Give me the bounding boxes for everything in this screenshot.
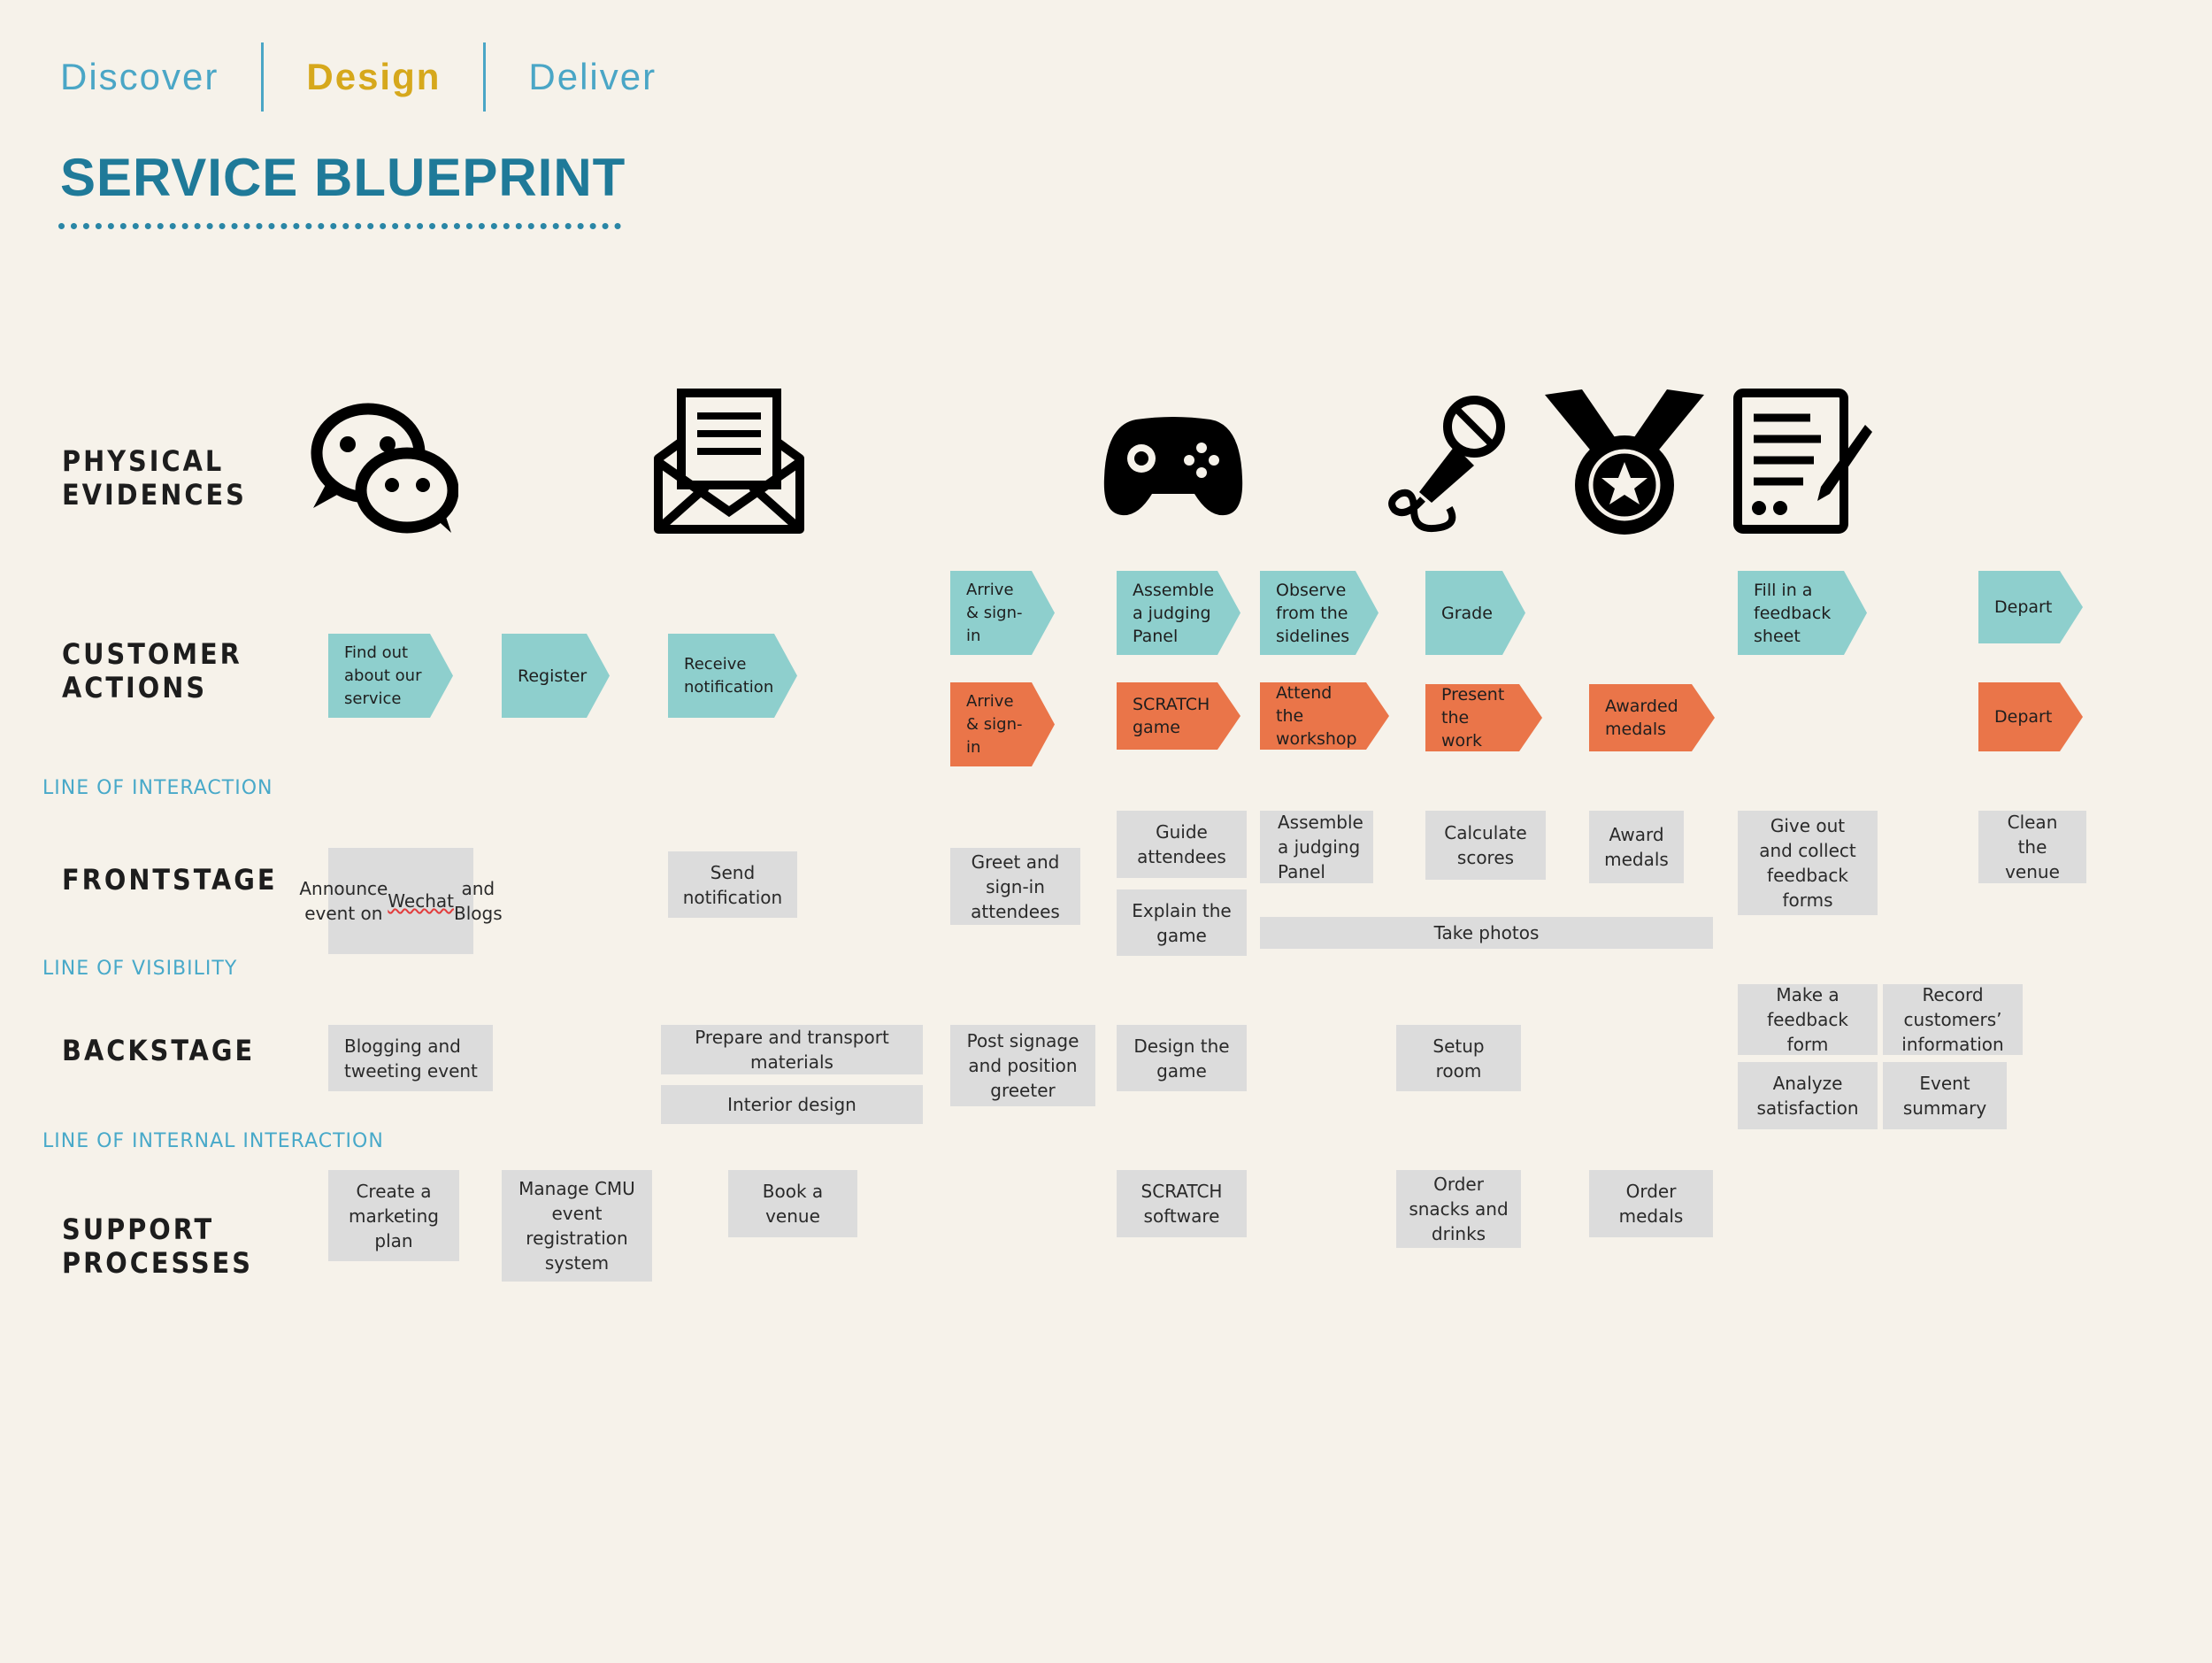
feedback-form-icon (1733, 389, 1872, 534)
frontstage-assemble-panel: Assemble a judging Panel (1260, 811, 1373, 883)
action-observe-sidelines: Observe from the sidelines (1260, 571, 1379, 655)
support-order-medals: Order medals (1589, 1170, 1713, 1237)
medal-icon (1545, 389, 1704, 535)
support-book-venue: Book a venue (728, 1170, 857, 1237)
frontstage-explain-game: Explain the game (1117, 889, 1247, 956)
support-marketing-plan: Create a marketing plan (328, 1170, 459, 1261)
backstage-setup-room: Setup room (1396, 1025, 1521, 1091)
backstage-blogging: Blogging and tweeting event (328, 1025, 493, 1091)
frontstage-give-out-forms: Give out and collect feedback forms (1738, 811, 1878, 915)
action-depart: Depart (1978, 682, 2083, 751)
nav-divider (483, 42, 487, 112)
nav-deliver[interactable]: Deliver (528, 56, 657, 97)
backstage-event-summary: Event summary (1883, 1062, 2007, 1129)
backstage-prepare-materials: Prepare and transport materials (661, 1025, 923, 1074)
line-of-visibility: LINE OF VISIBILITY (42, 958, 238, 980)
frontstage-clean-venue: Clean the venue (1978, 811, 2086, 883)
title-dotted-underline (58, 223, 621, 229)
action-register: Register (502, 634, 610, 718)
frontstage-greet-attendees: Greet and sign-in attendees (950, 848, 1080, 925)
action-assemble-panel: Assemble a judging Panel (1117, 571, 1240, 655)
row-label-support-processes: SUPPORT PROCESSES (62, 1213, 253, 1280)
backstage-design-game: Design the game (1117, 1025, 1247, 1091)
support-order-snacks: Order snacks and drinks (1396, 1170, 1521, 1248)
action-receive-notification: Receive notification (668, 634, 797, 718)
nav-divider (261, 42, 265, 112)
gamepad-icon (1103, 417, 1243, 516)
backstage-analyze-satisfaction: Analyze satisfaction (1738, 1062, 1878, 1129)
action-scratch-game: SCRATCH game (1117, 682, 1240, 750)
action-depart: Depart (1978, 571, 2083, 643)
action-find-out: Find out about our service (328, 634, 453, 718)
wechat-icon (311, 403, 458, 534)
envelope-icon (654, 389, 804, 534)
page-title: SERVICE BLUEPRINT (60, 148, 626, 207)
line-of-interaction: LINE OF INTERACTION (42, 777, 273, 799)
action-attend-workshop: Attend the workshop (1260, 682, 1389, 750)
action-awarded-medals: Awarded medals (1589, 684, 1715, 751)
frontstage-calculate-scores: Calculate scores (1425, 811, 1546, 880)
frontstage-guide-attendees: Guide attendees (1117, 811, 1247, 878)
support-scratch-software: SCRATCH software (1117, 1170, 1247, 1237)
frontstage-award-medals: Award medals (1589, 811, 1684, 883)
line-of-internal-interaction: LINE OF INTERNAL INTERACTION (42, 1130, 384, 1152)
row-label-backstage: BACKSTAGE (62, 1034, 256, 1067)
frontstage-take-photos: Take photos (1260, 917, 1713, 949)
row-label-physical-evidences: PHYSICAL EVIDENCES (62, 444, 247, 512)
backstage-interior-design: Interior design (661, 1085, 923, 1124)
support-manage-cmu-registration: Manage CMU event registration system (502, 1170, 652, 1282)
action-grade: Grade (1425, 571, 1525, 655)
backstage-make-feedback-form: Make a feedback form (1738, 984, 1878, 1055)
phase-nav: Discover Design Deliver (60, 42, 699, 112)
action-fill-feedback: Fill in a feedback sheet (1738, 571, 1867, 655)
backstage-record-information: Record customers’ information (1883, 984, 2023, 1055)
nav-discover[interactable]: Discover (60, 56, 219, 97)
backstage-post-signage: Post signage and position greeter (950, 1025, 1095, 1106)
action-arrive-sign-in: Arrive & sign- in (950, 571, 1055, 655)
microphone-icon (1388, 396, 1505, 532)
action-present-work: Present the work (1425, 684, 1542, 751)
row-label-customer-actions: CUSTOMER ACTIONS (62, 637, 242, 704)
frontstage-send-notification: Send notification (668, 851, 797, 918)
nav-design[interactable]: Design (306, 56, 442, 97)
action-arrive-sign-in: Arrive & sign- in (950, 682, 1055, 766)
row-label-frontstage: FRONTSTAGE (62, 863, 278, 897)
frontstage-announce-event: Announce event on Wechat and Blogs (299, 848, 503, 954)
